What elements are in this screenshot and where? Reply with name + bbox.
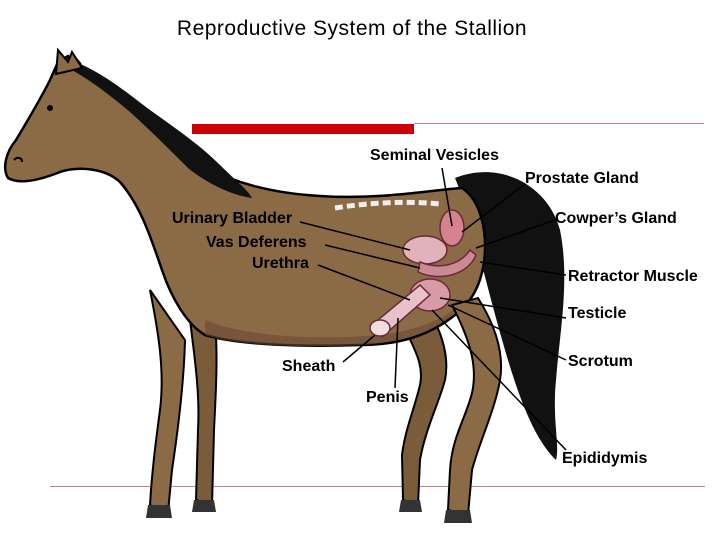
label-urethra: Urethra bbox=[252, 255, 309, 272]
leader-urinary-bladder bbox=[299, 221, 411, 251]
label-scrotum: Scrotum bbox=[568, 353, 633, 370]
leader-vas-deferens bbox=[324, 244, 421, 269]
sheath-tip bbox=[369, 319, 391, 337]
label-penis: Penis bbox=[366, 389, 409, 406]
label-vas-deferens: Vas Deferens bbox=[206, 234, 307, 251]
leader-sheath bbox=[342, 334, 376, 363]
horse-hooves bbox=[146, 500, 472, 523]
label-cowpers-gland: Cowper’s Gland bbox=[555, 210, 677, 227]
label-seminal-vesicles: Seminal Vesicles bbox=[370, 147, 499, 164]
label-urinary-bladder: Urinary Bladder bbox=[172, 210, 293, 227]
horse-hind-far-leg bbox=[398, 310, 448, 507]
horse-front-near-leg bbox=[148, 289, 187, 514]
urethra-tube bbox=[417, 248, 477, 278]
horse-hind-near-leg bbox=[446, 296, 502, 517]
horse-belly-shade bbox=[205, 305, 460, 347]
leader-penis bbox=[394, 317, 399, 389]
leader-scrotum bbox=[447, 304, 567, 361]
seminal-vesicle-organ bbox=[439, 209, 465, 247]
horse-front-far-leg bbox=[188, 318, 218, 507]
horse-eye bbox=[47, 105, 53, 111]
red-accent-bar bbox=[192, 124, 414, 134]
label-sheath: Sheath bbox=[282, 358, 336, 375]
label-epididymis: Epididymis bbox=[562, 450, 648, 467]
diagram-title: Reproductive System of the Stallion bbox=[176, 17, 528, 40]
label-retractor-muscle: Retractor Muscle bbox=[568, 268, 698, 285]
horse-nostril bbox=[13, 156, 23, 163]
leader-retractor-muscle bbox=[479, 261, 567, 276]
leader-epididymis bbox=[431, 309, 567, 451]
leader-lines bbox=[299, 167, 567, 451]
horse-ears bbox=[54, 47, 84, 76]
horse-mane bbox=[70, 60, 252, 198]
label-testicle: Testicle bbox=[568, 305, 627, 322]
top-rule bbox=[414, 123, 704, 124]
leader-testicle bbox=[439, 297, 567, 319]
bottom-rule bbox=[50, 486, 705, 487]
leader-prostate-gland bbox=[461, 183, 526, 233]
leader-urethra bbox=[317, 264, 411, 301]
leader-cowpers-gland bbox=[475, 219, 556, 249]
leader-seminal-vesicles bbox=[441, 167, 453, 227]
label-prostate-gland: Prostate Gland bbox=[525, 170, 639, 187]
